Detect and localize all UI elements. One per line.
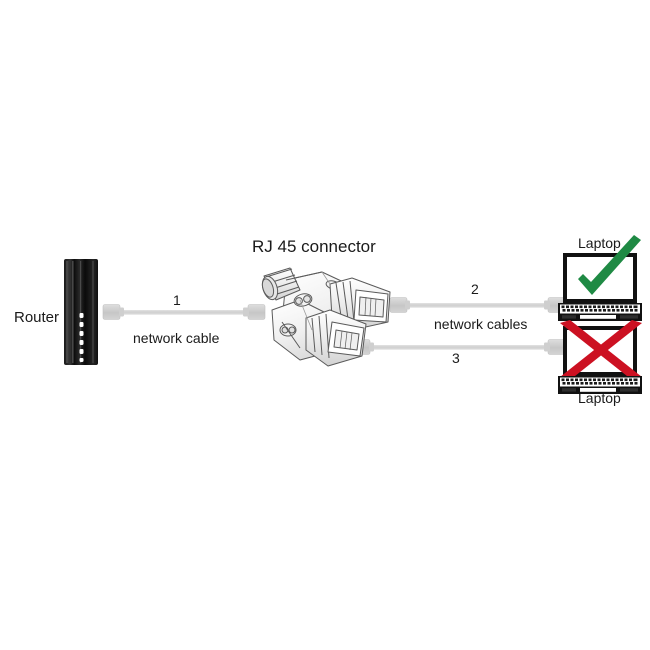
laptop-top-label: Laptop: [578, 235, 621, 251]
router-label: Router: [14, 309, 60, 326]
laptop-bottom: [558, 320, 642, 394]
splitter-port-upper-right: [329, 277, 391, 331]
rj45-splitter: [261, 267, 391, 367]
router-leds: [79, 313, 84, 362]
laptop-top: [558, 235, 642, 321]
status-check-icon: [578, 235, 641, 295]
status-cross-icon: [560, 320, 642, 380]
router-device: [64, 259, 98, 365]
cable-2: [389, 297, 566, 313]
cable-3-number: 3: [452, 350, 460, 366]
cable-1: [102, 304, 266, 320]
laptop-keyboard: [558, 376, 642, 394]
splitter-port-left: [261, 267, 301, 301]
laptop-bottom-label: Laptop: [578, 390, 621, 406]
splitter-port-lower-right: [305, 309, 367, 367]
network-cables-caption: network cables: [434, 316, 528, 332]
rj45-connector-label: RJ 45 connector: [252, 237, 376, 256]
cable-1-number: 1: [173, 292, 181, 308]
network-cable-caption: network cable: [133, 330, 220, 346]
laptop-keyboard: [558, 303, 642, 321]
cable-2-number: 2: [471, 281, 479, 297]
